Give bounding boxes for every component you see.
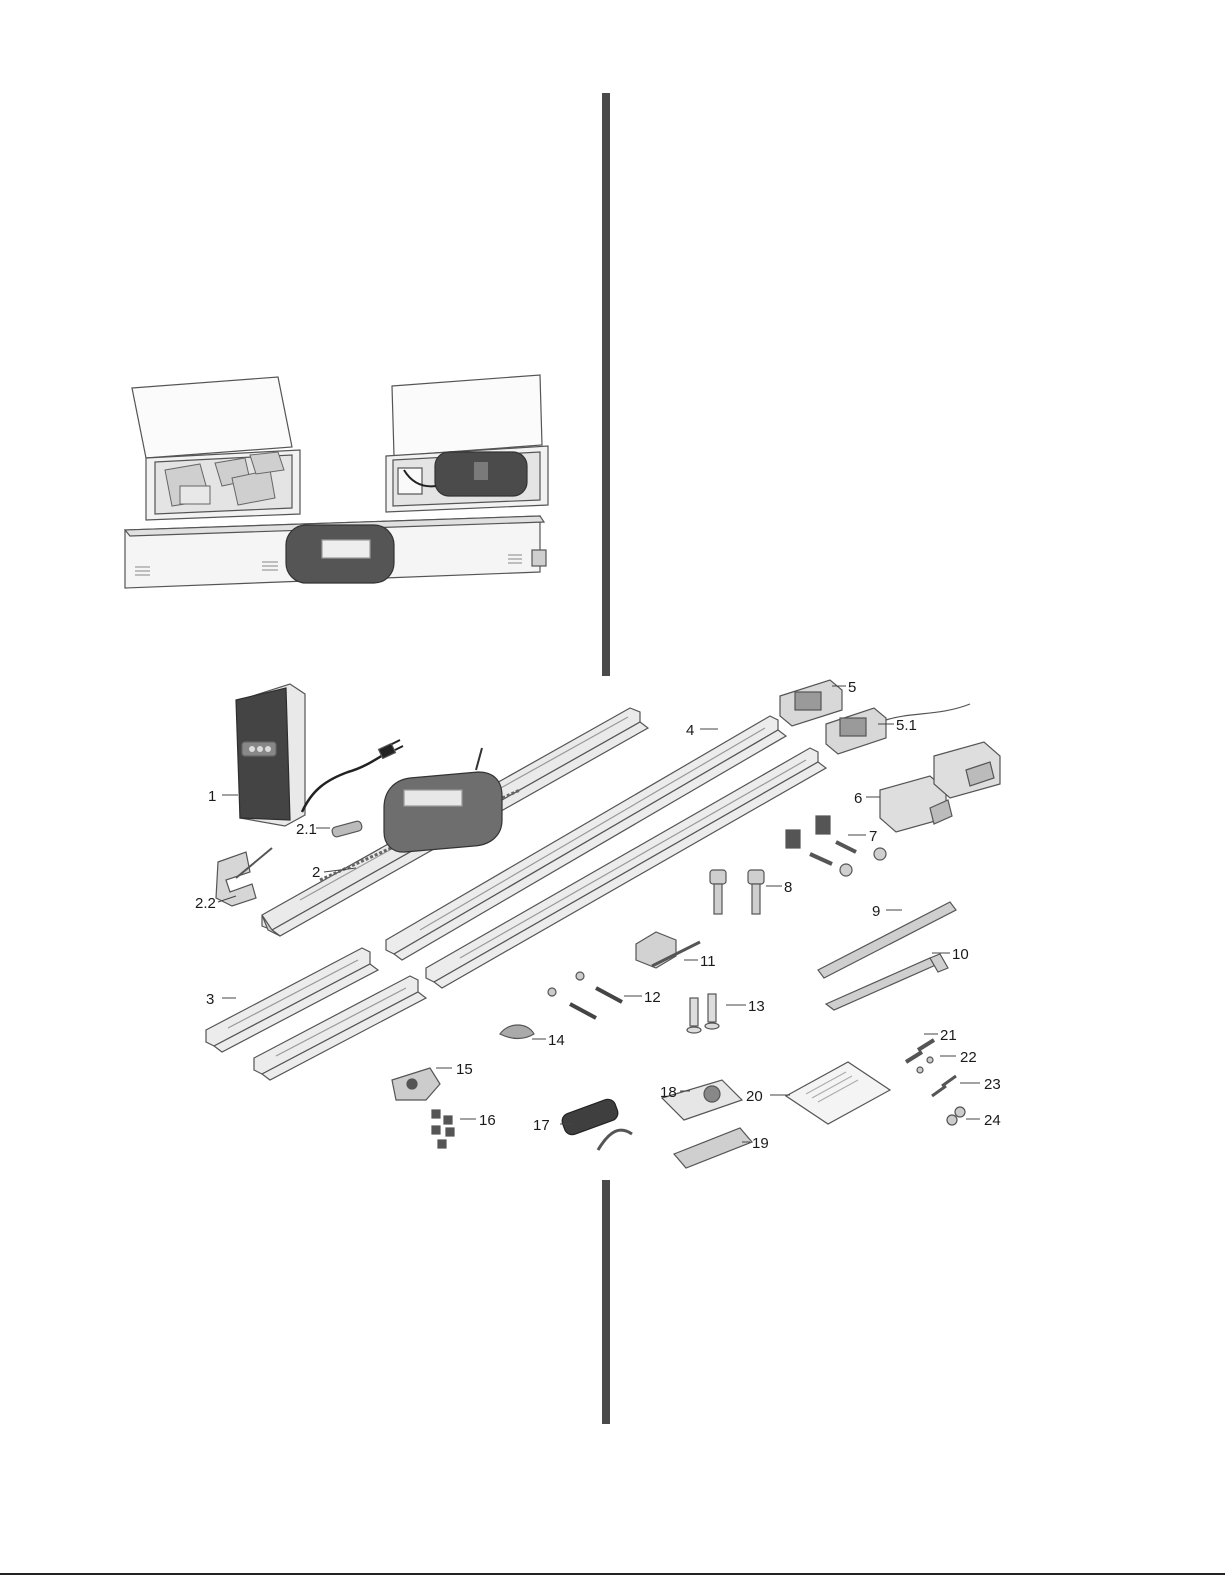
callout-6: 6 xyxy=(854,790,862,807)
rail-sections xyxy=(386,716,826,988)
callout-8: 8 xyxy=(784,879,792,896)
parts-illustration xyxy=(206,680,1000,1168)
bolts-8 xyxy=(710,870,764,914)
callout-2-2: 2.2 xyxy=(195,895,216,912)
callout-3: 3 xyxy=(206,991,214,1008)
hardware-21-24 xyxy=(906,1040,965,1125)
arms xyxy=(818,902,956,1010)
callout-4: 4 xyxy=(686,722,694,739)
mount-15-16 xyxy=(392,1068,454,1148)
callout-2-1: 2.1 xyxy=(296,821,317,838)
callout-15: 15 xyxy=(456,1061,473,1078)
callout-2: 2 xyxy=(312,864,320,881)
callout-10: 10 xyxy=(952,946,969,963)
callout-20: 20 xyxy=(746,1088,763,1105)
callout-24: 24 xyxy=(984,1112,1001,1129)
callout-19: 19 xyxy=(752,1135,769,1152)
callout-11: 11 xyxy=(700,953,716,970)
plate-19 xyxy=(674,1128,752,1168)
callout-13: 13 xyxy=(748,998,765,1015)
control-housing xyxy=(236,684,403,826)
callout-21: 21 xyxy=(940,1027,957,1044)
carriages xyxy=(780,680,970,754)
callout-5-1: 5.1 xyxy=(896,717,917,734)
callout-9: 9 xyxy=(872,903,880,920)
callout-14: 14 xyxy=(548,1032,565,1049)
callout-12: 12 xyxy=(644,989,661,1006)
packaging-illustration xyxy=(125,375,548,588)
fasteners-7 xyxy=(786,816,886,876)
callout-23: 23 xyxy=(984,1076,1001,1093)
bolts-13 xyxy=(687,994,719,1033)
short-rail-sections xyxy=(206,948,426,1080)
callout-22: 22 xyxy=(960,1049,977,1066)
callout-7: 7 xyxy=(869,828,877,845)
chain-link xyxy=(331,820,363,837)
callout-18: 18 xyxy=(660,1084,677,1101)
callout-1: 1 xyxy=(208,788,216,805)
door-brackets xyxy=(880,742,1000,832)
mounting-clip xyxy=(216,848,272,906)
bracket-pin xyxy=(636,932,700,968)
manual-20 xyxy=(786,1062,890,1124)
callout-5: 5 xyxy=(848,679,856,696)
screws-12 xyxy=(548,972,622,1018)
handle-14 xyxy=(500,1025,534,1039)
callout-16: 16 xyxy=(479,1112,496,1129)
callout-17: 17 xyxy=(533,1117,550,1134)
